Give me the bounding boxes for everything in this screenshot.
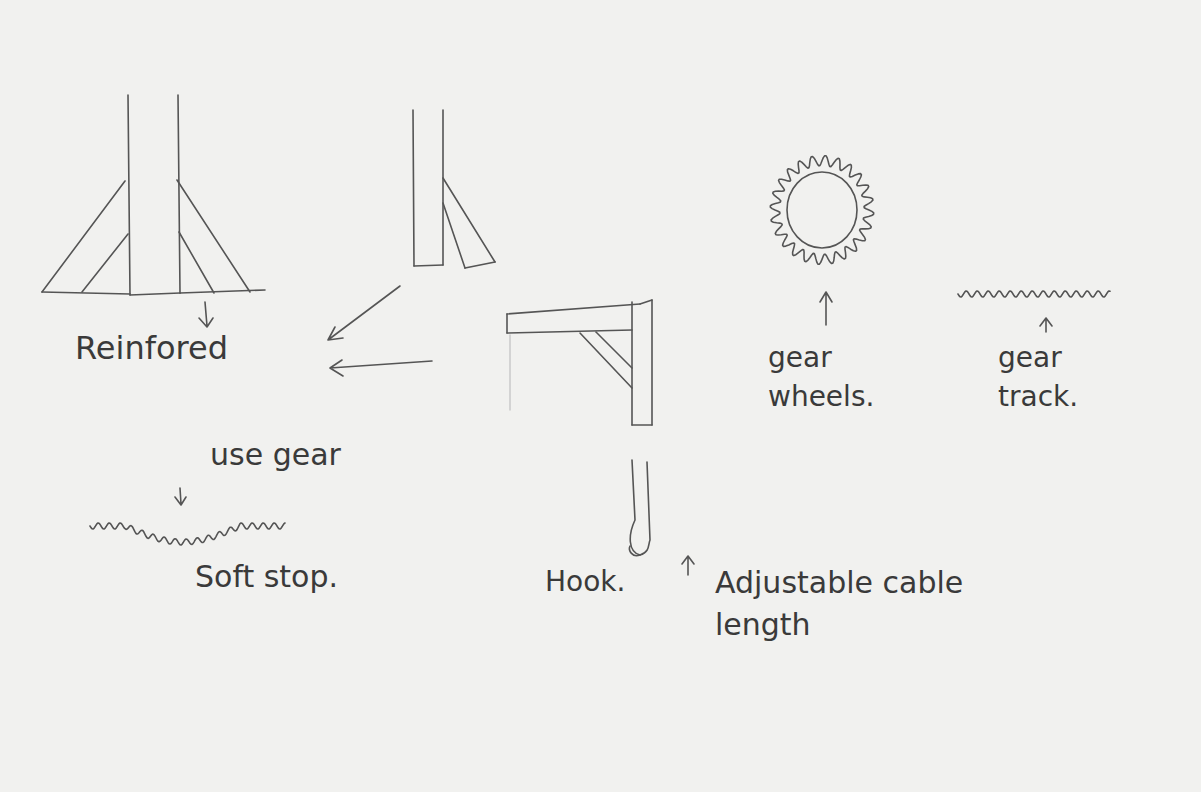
sketch-note: gear wheels. [768,338,908,416]
gear-wheel [770,156,873,265]
soft-stop-track [90,523,285,545]
gear-track [958,291,1110,297]
sketch-note: use gear [210,434,410,476]
reinforced-tower [42,95,265,295]
sketch-note: gear track. [998,338,1128,416]
gear-hub [787,172,857,248]
hook-cable [629,460,650,556]
pointer-arrows [175,286,1052,575]
sketch-note: Hook. [545,562,655,601]
sketch-note: Adjustable cable length [715,562,965,646]
single-brace-tower [413,110,495,268]
sketch-note: Reinfored [75,326,315,371]
gallows-frame [507,300,652,425]
sketch-note: Soft stop. [195,556,395,598]
